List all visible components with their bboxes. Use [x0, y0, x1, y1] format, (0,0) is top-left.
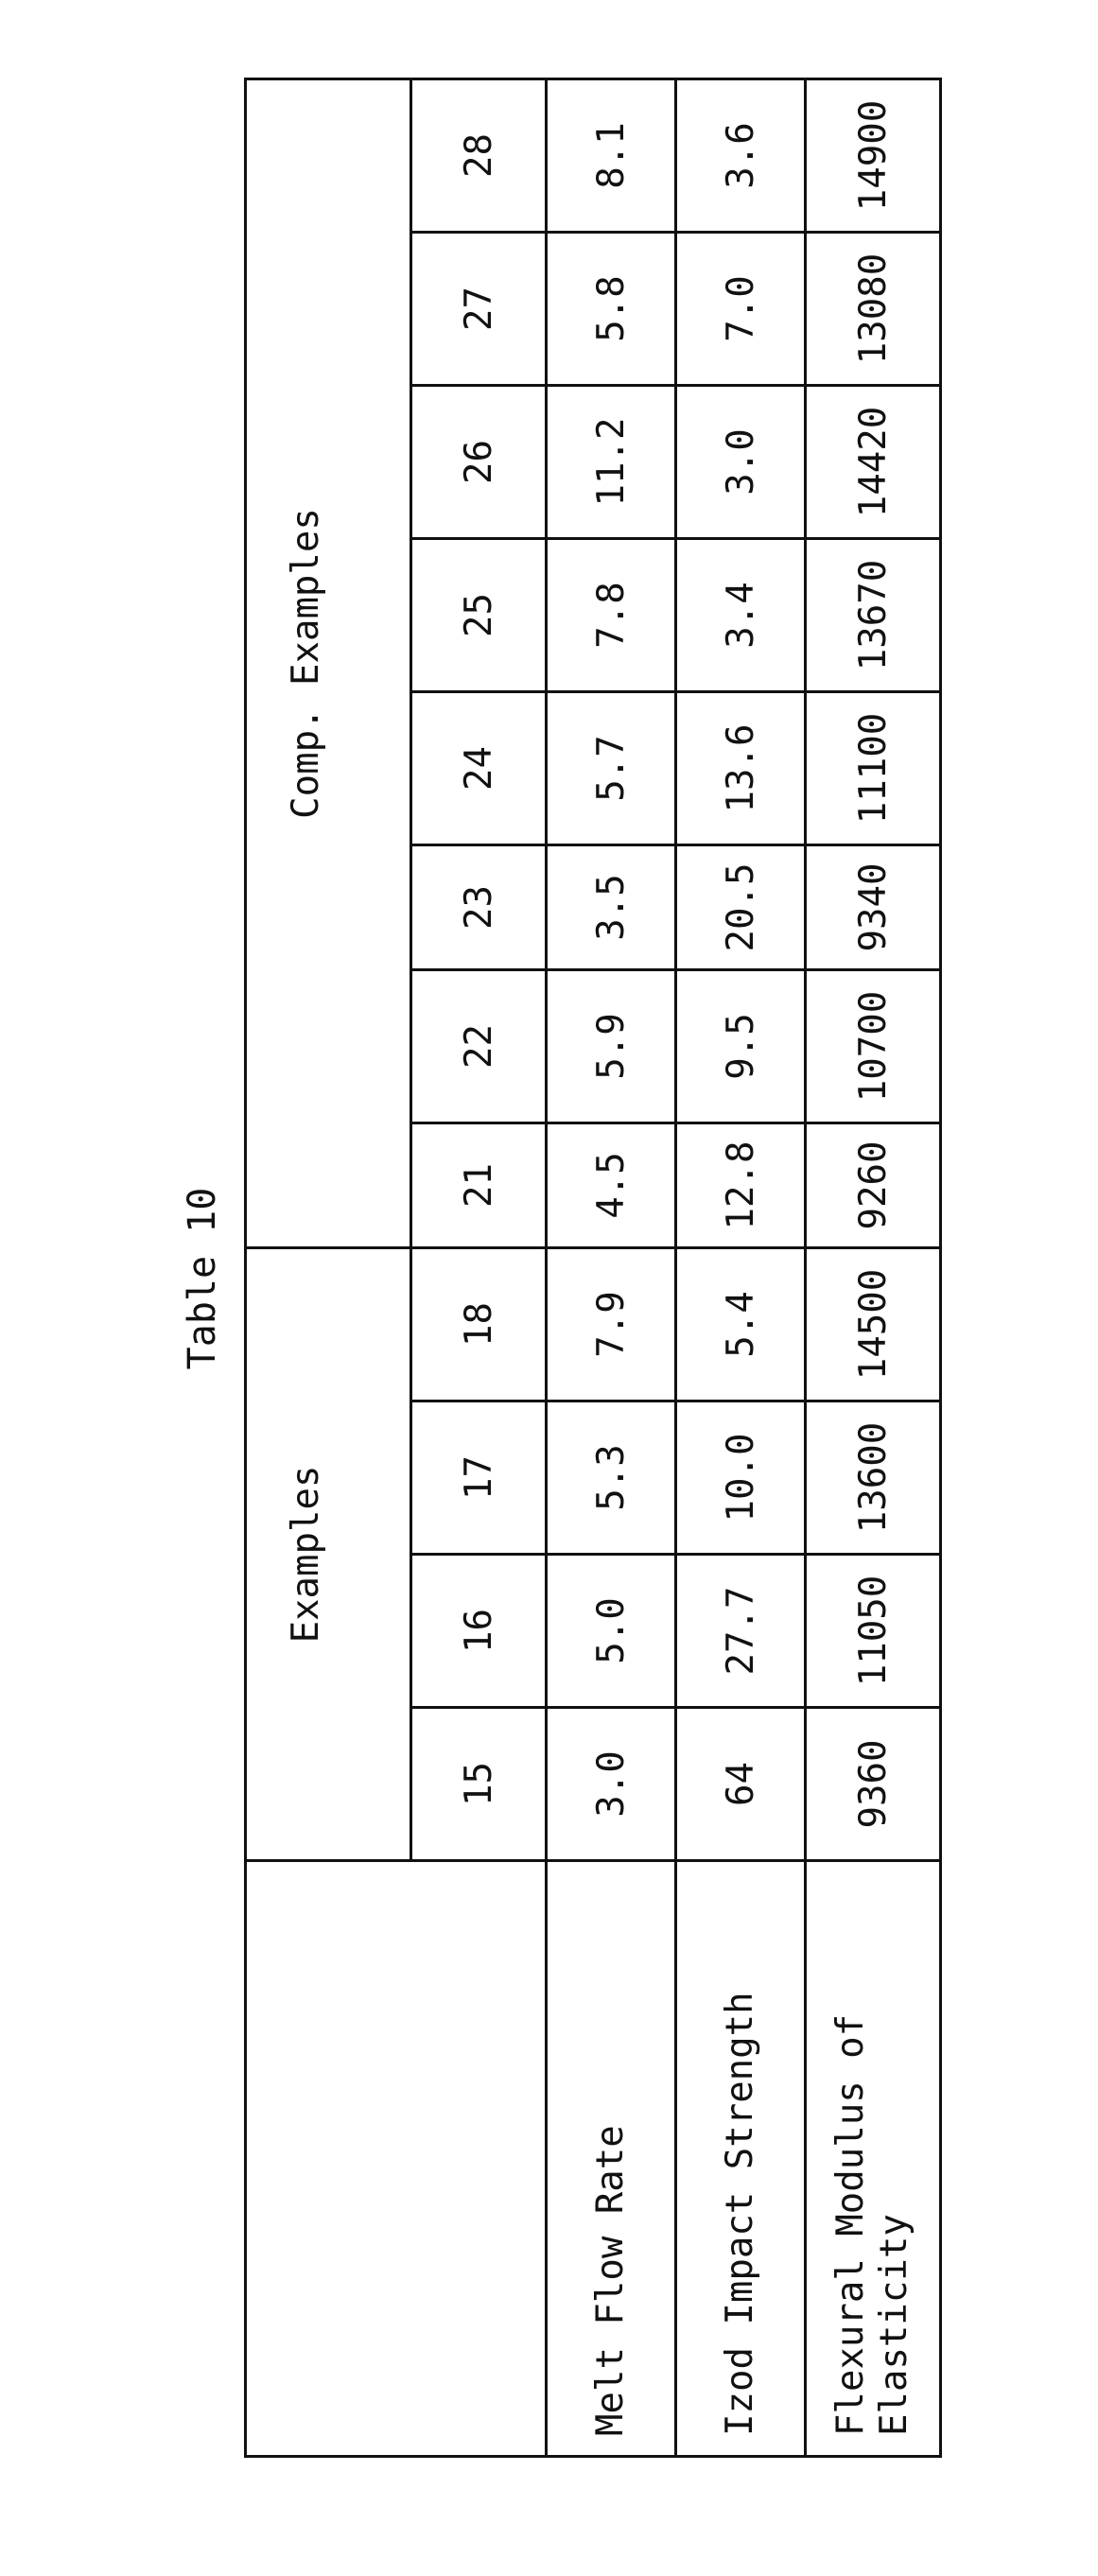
table-cell: 11.2	[547, 386, 676, 539]
table-cell: 7.0	[676, 233, 806, 386]
group-header-comp-examples: Comp. Examples	[246, 79, 411, 1248]
table-cell: 13600	[806, 1401, 941, 1555]
table-cell: 5.8	[547, 233, 676, 386]
table-cell: 10700	[806, 970, 941, 1123]
table-cell: 20.5	[676, 845, 806, 970]
group-header-examples: Examples	[246, 1248, 411, 1861]
column-header: 17	[411, 1401, 547, 1555]
column-header: 27	[411, 233, 547, 386]
table-cell: 5.4	[676, 1248, 806, 1401]
table-cell: 5.9	[547, 970, 676, 1123]
table-cell: 13080	[806, 233, 941, 386]
table-cell: 14500	[806, 1248, 941, 1401]
table-cell: 14900	[806, 79, 941, 233]
row-label: Izod Impact Strength	[676, 1861, 806, 2457]
table-cell: 11100	[806, 692, 941, 845]
table-cell: 9260	[806, 1123, 941, 1248]
column-header: 24	[411, 692, 547, 845]
table-cell: 3.0	[547, 1708, 676, 1861]
row-label: Flexural Modulus of Elasticity	[806, 1861, 941, 2457]
column-header: 18	[411, 1248, 547, 1401]
table-cell: 7.8	[547, 539, 676, 692]
table-cell: 13670	[806, 539, 941, 692]
corner-cell	[246, 1861, 547, 2457]
table-row-izod-impact-strength: Izod Impact Strength 64 27.7 10.0 5.4 12…	[676, 79, 806, 2457]
table-cell: 5.0	[547, 1555, 676, 1708]
table-cell: 12.8	[676, 1123, 806, 1248]
table-cell: 3.4	[676, 539, 806, 692]
row-label-line: Melt Flow Rate	[589, 1862, 633, 2436]
column-header: 16	[411, 1555, 547, 1708]
column-header: 15	[411, 1708, 547, 1861]
column-header: 22	[411, 970, 547, 1123]
column-header: 21	[411, 1123, 547, 1248]
table-cell: 5.7	[547, 692, 676, 845]
table-cell: 5.3	[547, 1401, 676, 1555]
properties-table: Examples Comp. Examples 15 16 17 18 21 2…	[244, 78, 942, 2458]
column-header: 23	[411, 845, 547, 970]
row-label-line: Elasticity	[873, 1862, 916, 2436]
table-cell: 9360	[806, 1708, 941, 1861]
table-cell: 3.0	[676, 386, 806, 539]
group-header-row: Examples Comp. Examples	[246, 79, 411, 2457]
table-cell: 13.6	[676, 692, 806, 845]
table-cell: 3.5	[547, 845, 676, 970]
table-cell: 7.9	[547, 1248, 676, 1401]
column-header: 28	[411, 79, 547, 233]
table-cell: 9.5	[676, 970, 806, 1123]
table-cell: 9340	[806, 845, 941, 970]
table-row-flexural-modulus: Flexural Modulus of Elasticity 9360 1105…	[806, 79, 941, 2457]
table-cell: 3.6	[676, 79, 806, 233]
table-cell: 27.7	[676, 1555, 806, 1708]
table-cell: 64	[676, 1708, 806, 1861]
row-label: Melt Flow Rate	[547, 1861, 676, 2457]
table-cell: 11050	[806, 1555, 941, 1708]
table-cell: 10.0	[676, 1401, 806, 1555]
table-cell: 8.1	[547, 79, 676, 233]
column-header: 25	[411, 539, 547, 692]
table-cell: 4.5	[547, 1123, 676, 1248]
column-header: 26	[411, 386, 547, 539]
table-title: Table 10	[180, 1137, 225, 1420]
row-label-line: Izod Impact Strength	[719, 1862, 762, 2436]
table-cell: 14420	[806, 386, 941, 539]
table-row-melt-flow-rate: Melt Flow Rate 3.0 5.0 5.3 7.9 4.5 5.9 3…	[547, 79, 676, 2457]
row-label-line: Flexural Modulus of	[829, 1862, 873, 2436]
